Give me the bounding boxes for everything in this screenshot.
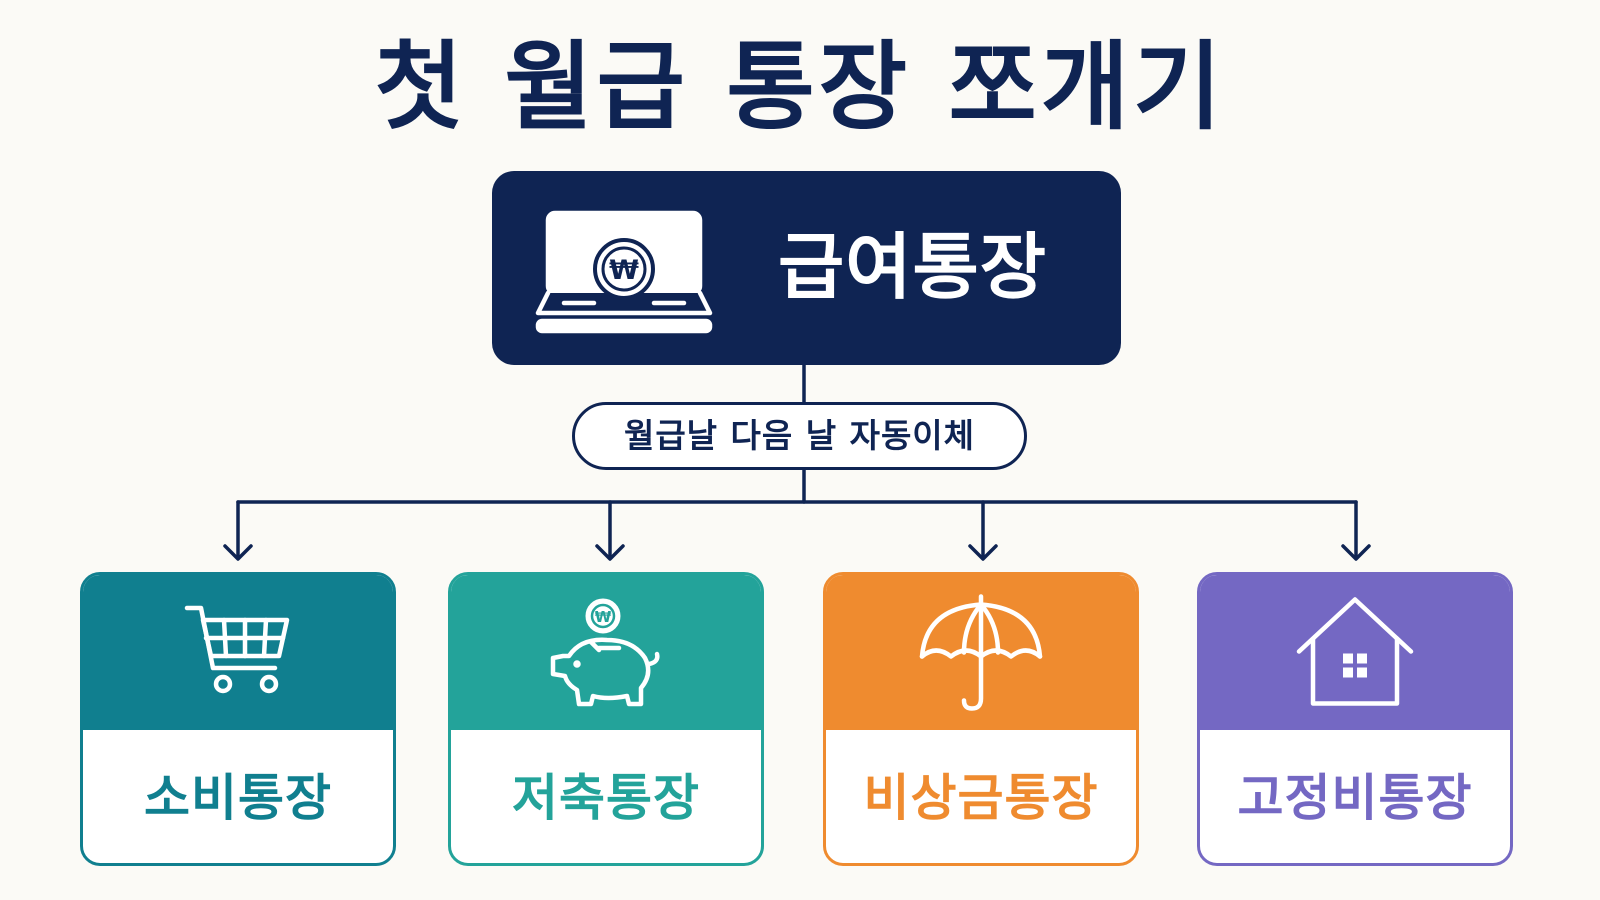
spending-account-header <box>83 575 393 730</box>
salary-account-label: 급여통장 <box>778 225 1047 309</box>
money-tray-won-icon: ₩ <box>535 210 713 334</box>
svg-text:₩: ₩ <box>609 255 639 286</box>
auto-transfer-label: 월급날 다음 날 자동이체 <box>572 402 1027 470</box>
savings-account-label: 저축통장 <box>512 769 700 827</box>
savings-account-card: ₩ 저축통장 <box>448 572 764 866</box>
umbrella-icon <box>919 593 1043 711</box>
spending-account-label: 소비통장 <box>144 769 332 827</box>
salary-account-box: ₩ <box>492 171 1121 365</box>
branch-arrow-2 <box>595 500 625 561</box>
branch-arrow-1 <box>223 500 253 561</box>
fixed-expense-account-header <box>1200 575 1510 730</box>
branch-arrow-4 <box>1341 500 1371 561</box>
savings-account-header: ₩ <box>451 575 761 730</box>
house-icon <box>1296 596 1414 706</box>
emergency-account-label: 비상금통장 <box>863 769 1099 827</box>
shopping-cart-icon <box>184 605 290 693</box>
page-title: 첫 월급 통장 쪼개기 <box>374 31 1226 143</box>
fixed-expense-account-card: 고정비통장 <box>1197 572 1513 866</box>
piggy-bank-icon: ₩ <box>550 598 660 706</box>
svg-text:₩: ₩ <box>595 608 612 626</box>
emergency-account-card: 비상금통장 <box>823 572 1139 866</box>
spending-account-card: 소비통장 <box>80 572 396 866</box>
emergency-account-header <box>826 575 1136 730</box>
fixed-expense-account-label: 고정비통장 <box>1237 769 1473 827</box>
branch-arrow-3 <box>968 500 998 561</box>
